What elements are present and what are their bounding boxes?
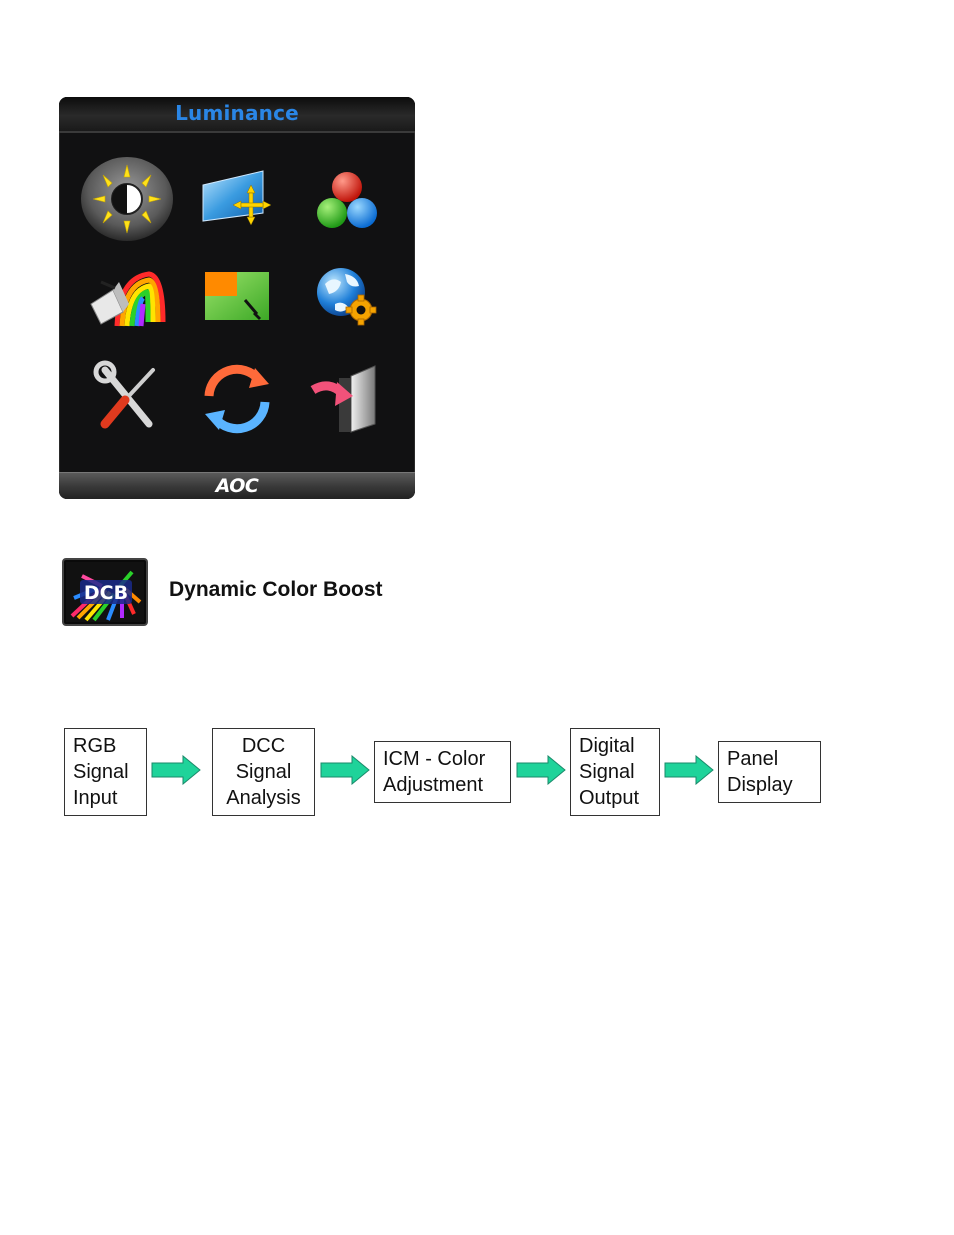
color-setup-icon[interactable]: [299, 155, 395, 245]
flow-arrow-icon: [151, 755, 201, 785]
extra-settings-icon[interactable]: [299, 252, 395, 342]
dcb-badge-label: DCB: [84, 582, 128, 604]
luminance-icon[interactable]: [79, 155, 175, 245]
flow-step-text: Adjustment: [383, 772, 502, 798]
factory-reset-icon[interactable]: [189, 354, 285, 444]
flow-step-text: Signal: [73, 759, 138, 785]
flow-step-icm-color-adjustment: ICM - Color Adjustment: [374, 741, 511, 803]
flow-step-text: Panel: [727, 746, 812, 772]
flow-step-text: Output: [579, 785, 651, 811]
dcb-title: Dynamic Color Boost: [169, 578, 383, 602]
flow-step-text: ICM - Color: [383, 746, 502, 772]
flow-step-text: Analysis: [221, 785, 306, 811]
flow-arrow-icon: [320, 755, 370, 785]
flow-step-text: RGB: [73, 733, 138, 759]
flow-step-text: Display: [727, 772, 812, 798]
flow-arrow-icon: [664, 755, 714, 785]
flow-step-panel-display: Panel Display: [718, 741, 821, 803]
osd-header: Luminance: [59, 97, 415, 133]
flow-step-text: Signal: [221, 759, 306, 785]
flow-step-text: Digital: [579, 733, 651, 759]
flow-arrow-icon: [516, 755, 566, 785]
osd-title: Luminance: [59, 101, 415, 125]
flow-step-text: DCC: [221, 733, 306, 759]
flow-step-digital-signal-output: Digital Signal Output: [570, 728, 660, 816]
tools-icon[interactable]: [79, 354, 175, 444]
flow-step-text: Signal: [579, 759, 651, 785]
dcb-badge-icon: DCB: [62, 558, 148, 626]
flow-step-rgb-signal-input: RGB Signal Input: [64, 728, 147, 816]
picture-boost-icon[interactable]: [79, 252, 175, 342]
flow-step-text: Input: [73, 785, 138, 811]
osd-setup-icon[interactable]: [189, 252, 285, 342]
osd-menu: Luminance: [59, 97, 415, 499]
image-setup-icon[interactable]: [189, 155, 285, 245]
exit-icon[interactable]: [299, 354, 395, 444]
aoc-logo: AOC: [59, 475, 415, 497]
osd-footer: AOC: [59, 472, 415, 499]
flow-step-dcc-signal-analysis: DCC Signal Analysis: [212, 728, 315, 816]
